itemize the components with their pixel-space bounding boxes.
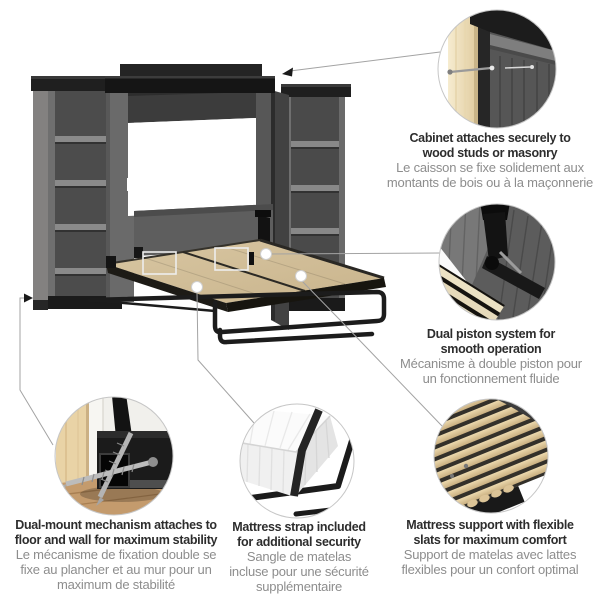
- callout-circle-piston: [438, 203, 556, 321]
- slat-frame-rail: [434, 485, 525, 513]
- bed-frame-tube: [240, 431, 354, 503]
- callout-en-line: smooth operation: [440, 341, 542, 356]
- screw-into-stud-icon: [449, 66, 492, 74]
- anchor-dots: [191, 248, 307, 293]
- callout-fr-line: Le mécanisme de fixation double se: [15, 547, 217, 562]
- floor-wall-mount-detail-photo: [55, 397, 173, 515]
- callout-circle-cabinet: [437, 9, 557, 129]
- callout-text-mattress-strap: Mattress strap included for additional s…: [213, 520, 385, 594]
- wall-mount-arm: [112, 397, 132, 438]
- callout-circle-dual-mount: [54, 396, 174, 516]
- callout-en-line: Mattress support with flexible: [406, 518, 574, 532]
- mattress-strap-band: [290, 408, 323, 497]
- bed-cabinet: [105, 64, 275, 302]
- callout-fr-line: Sangle de matelas: [246, 549, 352, 564]
- callout-fr-line: fixe au plancher et au mur pour un: [20, 562, 212, 577]
- anchor-dot-piston: [260, 248, 272, 260]
- lag-screw-shallow-icon: [57, 457, 158, 490]
- callout-en-line: floor and wall for maximum stability: [14, 532, 218, 547]
- metal-leg-frame: [87, 289, 387, 345]
- callout-line-piston: [267, 252, 442, 255]
- callout-text-cabinet-attachment: Cabinet attaches securely to wood studs …: [377, 131, 600, 190]
- anchor-dot-strap: [191, 281, 203, 293]
- anchor-dot-slats: [295, 270, 307, 282]
- callout-fr-line: un fonctionnement fluide: [422, 371, 560, 386]
- callout-fr-line: supplémentaire: [255, 579, 343, 594]
- piston-mechanism-detail-photo: [439, 204, 555, 320]
- arrow-to-cabinet-icon: [282, 67, 293, 77]
- callout-fr-line: maximum de stabilité: [56, 577, 176, 592]
- callout-fr-line: flexibles pour un confort optimal: [401, 562, 579, 577]
- callout-fr-line: Le caisson se fixe solidement aux: [396, 160, 584, 175]
- callout-en-line: Dual-mount mechanism attaches to: [15, 518, 217, 532]
- mattress-strap-detail-photo: [240, 404, 354, 518]
- arrow-to-base-icon: [24, 293, 33, 303]
- callout-line-cabinet: [289, 51, 441, 72]
- callout-circle-strap: [239, 403, 355, 519]
- callout-arrowheads: [24, 67, 293, 303]
- callout-circle-slats: [433, 398, 549, 514]
- callout-en-line: Cabinet attaches securely to: [409, 131, 571, 145]
- callout-en-line: Mattress strap included: [232, 520, 366, 534]
- callout-text-dual-piston: Dual piston system for smooth operation …: [383, 327, 599, 386]
- callout-en-line: for additional security: [237, 534, 361, 549]
- callout-line-strap: [196, 291, 255, 424]
- mattress-strap-brackets: [142, 247, 254, 275]
- callout-en-line: Dual piston system for: [426, 327, 556, 341]
- callout-fr-line: Mécanisme à double piston pour: [400, 356, 582, 371]
- callout-line-dual-mount: [19, 297, 54, 446]
- callout-en-line: slats for maximum comfort: [413, 532, 567, 547]
- callout-fr-line: incluse pour une sécurité: [229, 564, 369, 579]
- callout-text-flexible-slats: Mattress support with flexible slats for…: [388, 518, 592, 577]
- callout-fr-line: montants de bois ou à la maçonnerie: [386, 175, 594, 190]
- callout-en-line: wood studs or masonry: [422, 145, 558, 160]
- callout-line-slats: [301, 280, 443, 427]
- screw-marker-dot: [489, 65, 495, 71]
- callout-text-dual-mount: Dual-mount mechanism attaches to floor a…: [0, 518, 232, 592]
- callout-fr-line: Support de matelas avec lattes: [403, 547, 577, 562]
- cabinet-wall-stud-detail-photo: [438, 10, 556, 128]
